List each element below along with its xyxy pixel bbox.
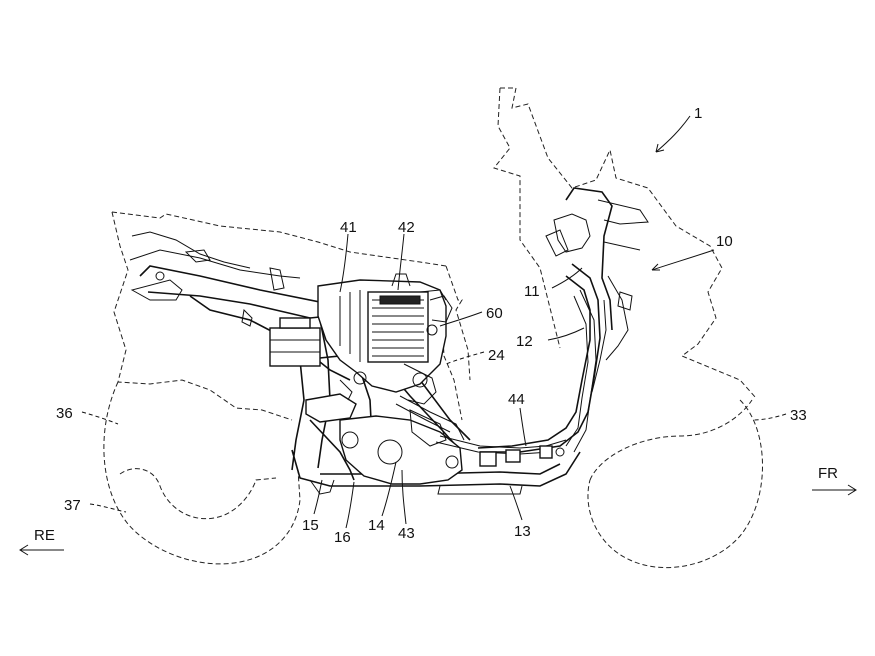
- front-direction-label: FR: [818, 465, 838, 482]
- label-24: 24: [488, 347, 505, 364]
- label-36: 36: [56, 405, 73, 422]
- label-42: 42: [398, 219, 415, 236]
- rear-wheel: [103, 381, 301, 565]
- wire-harness: [435, 435, 567, 467]
- label-44: 44: [508, 391, 525, 408]
- label-37: 37: [64, 497, 81, 514]
- front-direction-arrow: [812, 484, 857, 496]
- rear-electrical-box: [269, 317, 321, 367]
- rear-direction-label: RE: [34, 527, 55, 544]
- body-frame: [291, 187, 649, 495]
- label-14: 14: [368, 517, 385, 534]
- engine-unit: [317, 273, 453, 405]
- lower-engine: [339, 395, 465, 485]
- label-10: 10: [716, 233, 733, 250]
- tail-section: [131, 231, 285, 291]
- label-15: 15: [302, 517, 319, 534]
- label-16: 16: [334, 529, 351, 546]
- label-1: 1: [694, 105, 702, 122]
- label-13: 13: [514, 523, 531, 540]
- reference-numerals: 1 10 11 12 13 14 15 16 24 33 36 37 41 42…: [34, 105, 838, 546]
- label-60: 60: [486, 305, 503, 322]
- label-41: 41: [340, 219, 357, 236]
- label-33: 33: [790, 407, 807, 424]
- label-11: 11: [524, 283, 540, 300]
- label-12: 12: [516, 333, 533, 350]
- vehicle-body-outline: [111, 87, 757, 421]
- label-43: 43: [398, 525, 415, 542]
- front-wheel: [587, 399, 763, 569]
- rear-direction-arrow: [19, 544, 64, 556]
- leader-lines: [81, 115, 787, 529]
